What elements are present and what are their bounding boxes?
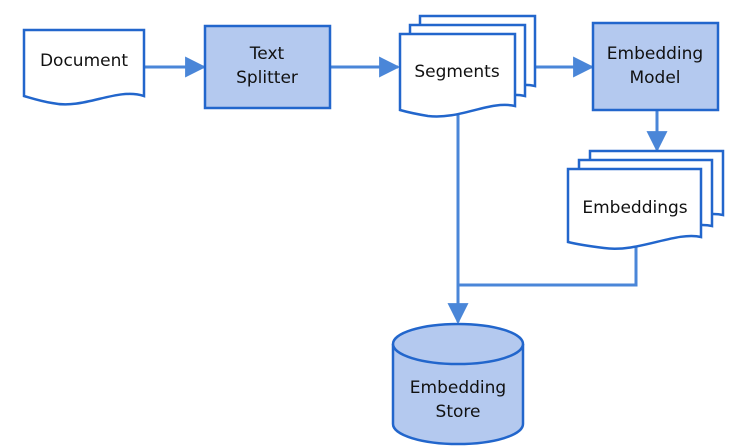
embedding-store-node: Embedding Store <box>391 322 525 446</box>
embedding-model-node: Embedding Model <box>591 21 720 112</box>
embedding-store-label-line1: Embedding <box>410 378 506 398</box>
text-splitter-label-line1: Text <box>249 44 285 64</box>
text-splitter-node: Text Splitter <box>203 24 332 110</box>
embeddings-label: Embeddings <box>582 198 687 218</box>
embedding-model-box <box>591 21 720 112</box>
embedding-model-label-line1: Embedding <box>607 44 703 64</box>
embedding-model-label-line2: Model <box>629 68 680 88</box>
segments-sheet-front <box>398 32 517 118</box>
connectors <box>145 56 668 325</box>
embedding-store-top <box>391 322 525 366</box>
document-label: Document <box>40 51 128 71</box>
text-splitter-label-line2: Splitter <box>236 68 298 88</box>
embedding-store-body <box>391 344 525 446</box>
embedding-store-label-line2: Store <box>436 402 481 422</box>
segments-node: Segments <box>398 14 537 118</box>
line-embeddings-to-junction <box>458 247 638 287</box>
embeddings-sheet-front <box>566 167 703 250</box>
document-node: Document <box>22 28 146 106</box>
document-shape <box>22 28 146 106</box>
embeddings-node: Embeddings <box>566 149 725 250</box>
text-splitter-box <box>203 24 332 110</box>
segments-label: Segments <box>414 62 500 82</box>
